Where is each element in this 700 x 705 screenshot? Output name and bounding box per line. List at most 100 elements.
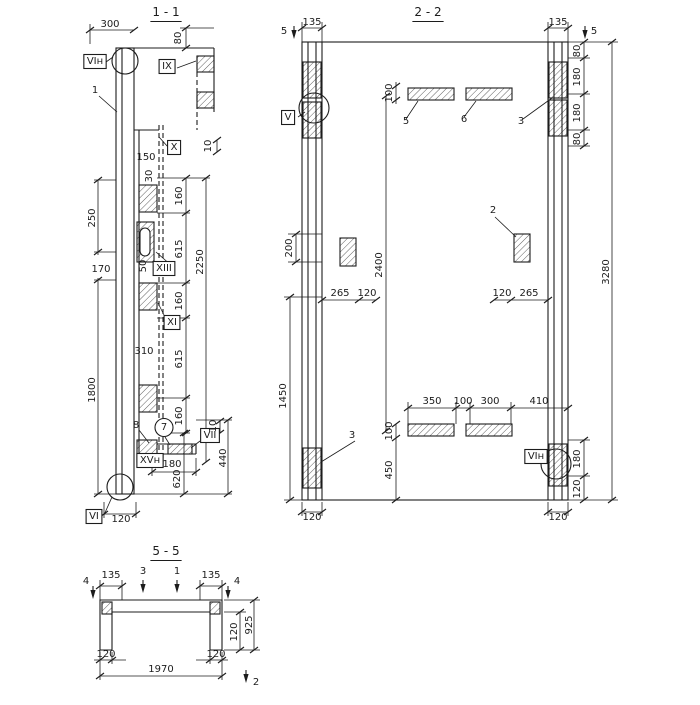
dim-label: 2400 [374,252,385,277]
part-label: 6 [461,114,467,125]
embed-plate-hatch [339,237,357,267]
detail-circle-bottom [106,473,134,501]
dim-label: 265 [330,288,349,299]
dim-label: 120 [96,649,115,660]
dim-label: 160 [174,406,185,425]
view-marker-frame [524,448,548,465]
panel-outline [301,41,569,501]
embed-plate-hatch [465,87,513,101]
embed-plate-hatch [138,384,158,413]
dim-label: 120 [229,622,240,641]
detail-circle-top [111,47,139,75]
view-marker: VI [89,511,99,522]
embed-plate-hatch [465,423,513,437]
dim-label: 160 [174,186,185,205]
view-marker: V [285,112,292,123]
dim-label: 170 [91,264,110,275]
dim-label: 615 [174,349,185,368]
dim-label: 135 [101,570,120,581]
embed-plate-hatch [302,447,322,489]
section-title: 1 - 1 [152,5,179,19]
part-label: 8 [133,420,139,431]
dim-label: 615 [174,239,185,258]
dim-label: 80 [572,45,583,58]
embed-plate-hatch [407,423,455,437]
dim-label: 250 [87,208,98,227]
embed-plate-hatch [513,233,531,263]
dim-label: 100 [453,396,472,407]
part-label: 3 [518,116,524,127]
dim-label: 135 [548,17,567,28]
dim-label: 2250 [195,249,206,274]
section-cut-marker: 5 [591,26,597,37]
dim-label: 135 [201,570,220,581]
dim-label: 100 [384,83,395,102]
section-5-5-geometry [99,599,223,651]
section-cut-marker: 5 [281,26,287,37]
dim-label: 120 [492,288,511,299]
dim-label: 180 [572,103,583,122]
section-title: 5 - 5 [152,544,179,558]
section-cut-marker: 4 [83,576,89,587]
dim-label: 1800 [87,377,98,402]
dim-label: 100 [384,421,395,440]
dim-label: 180 [572,449,583,468]
embed-plate-hatch [548,61,568,99]
part-label: 1 [92,85,98,96]
view-marker-frame [281,109,296,126]
view-marker: XI [167,317,177,328]
embed-plate-hatch [138,282,158,311]
detail-circle-v [298,92,330,124]
dim-label: 300 [480,396,499,407]
dim-label: 310 [134,346,153,357]
dim-label: 120 [357,288,376,299]
embed-plate-hatch [138,184,158,213]
dim-label: 10 [203,140,214,153]
section-title: 2 - 2 [414,5,441,19]
dim-label: 410 [529,396,548,407]
view-marker-frame [163,314,181,331]
embed-plate-hatch [548,443,568,487]
embed-plate-hatch [548,99,568,137]
embed-plate-hatch [196,91,215,109]
dim-label: 440 [218,448,229,467]
dim-label: 620 [172,469,183,488]
dim-label: 30 [144,170,155,183]
anchor-slot [139,227,151,257]
section-cut-marker: 4 [234,576,240,587]
view-marker: XIII [156,263,172,274]
dim-label: 120 [206,649,225,660]
embed-plate-hatch [101,601,113,615]
dim-label: 1450 [278,383,289,408]
view-marker-frame [136,452,164,469]
dim-label: 80 [173,32,184,45]
view-marker-frame [152,260,176,277]
dim-label: 265 [519,288,538,299]
embed-plate-hatch [196,55,215,73]
dim-label: 50 [138,260,149,273]
view-marker-frame [200,427,220,444]
view-marker: VIн [87,56,103,67]
part-label: 2 [490,205,496,216]
dim-label: 300 [100,19,119,30]
dim-label: 120 [302,512,321,523]
dim-label: 150 [136,152,155,163]
embed-plate-hatch [407,87,455,101]
part-label: 1 [174,566,180,577]
dim-label: 925 [244,615,255,634]
embed-plate-hatch [167,443,193,455]
part-label-circle [154,417,174,438]
dim-label: 10 [208,420,219,433]
view-marker-frame [83,53,107,70]
part-label: 5 [403,116,409,127]
channel-cross-section [99,599,223,651]
dim-label: 3280 [601,259,612,284]
dim-label: 120 [111,514,130,525]
dim-label: 200 [284,238,295,257]
section-2-2-dimensions [284,22,618,516]
dim-label: 180 [572,67,583,86]
dim-label: 160 [174,291,185,310]
